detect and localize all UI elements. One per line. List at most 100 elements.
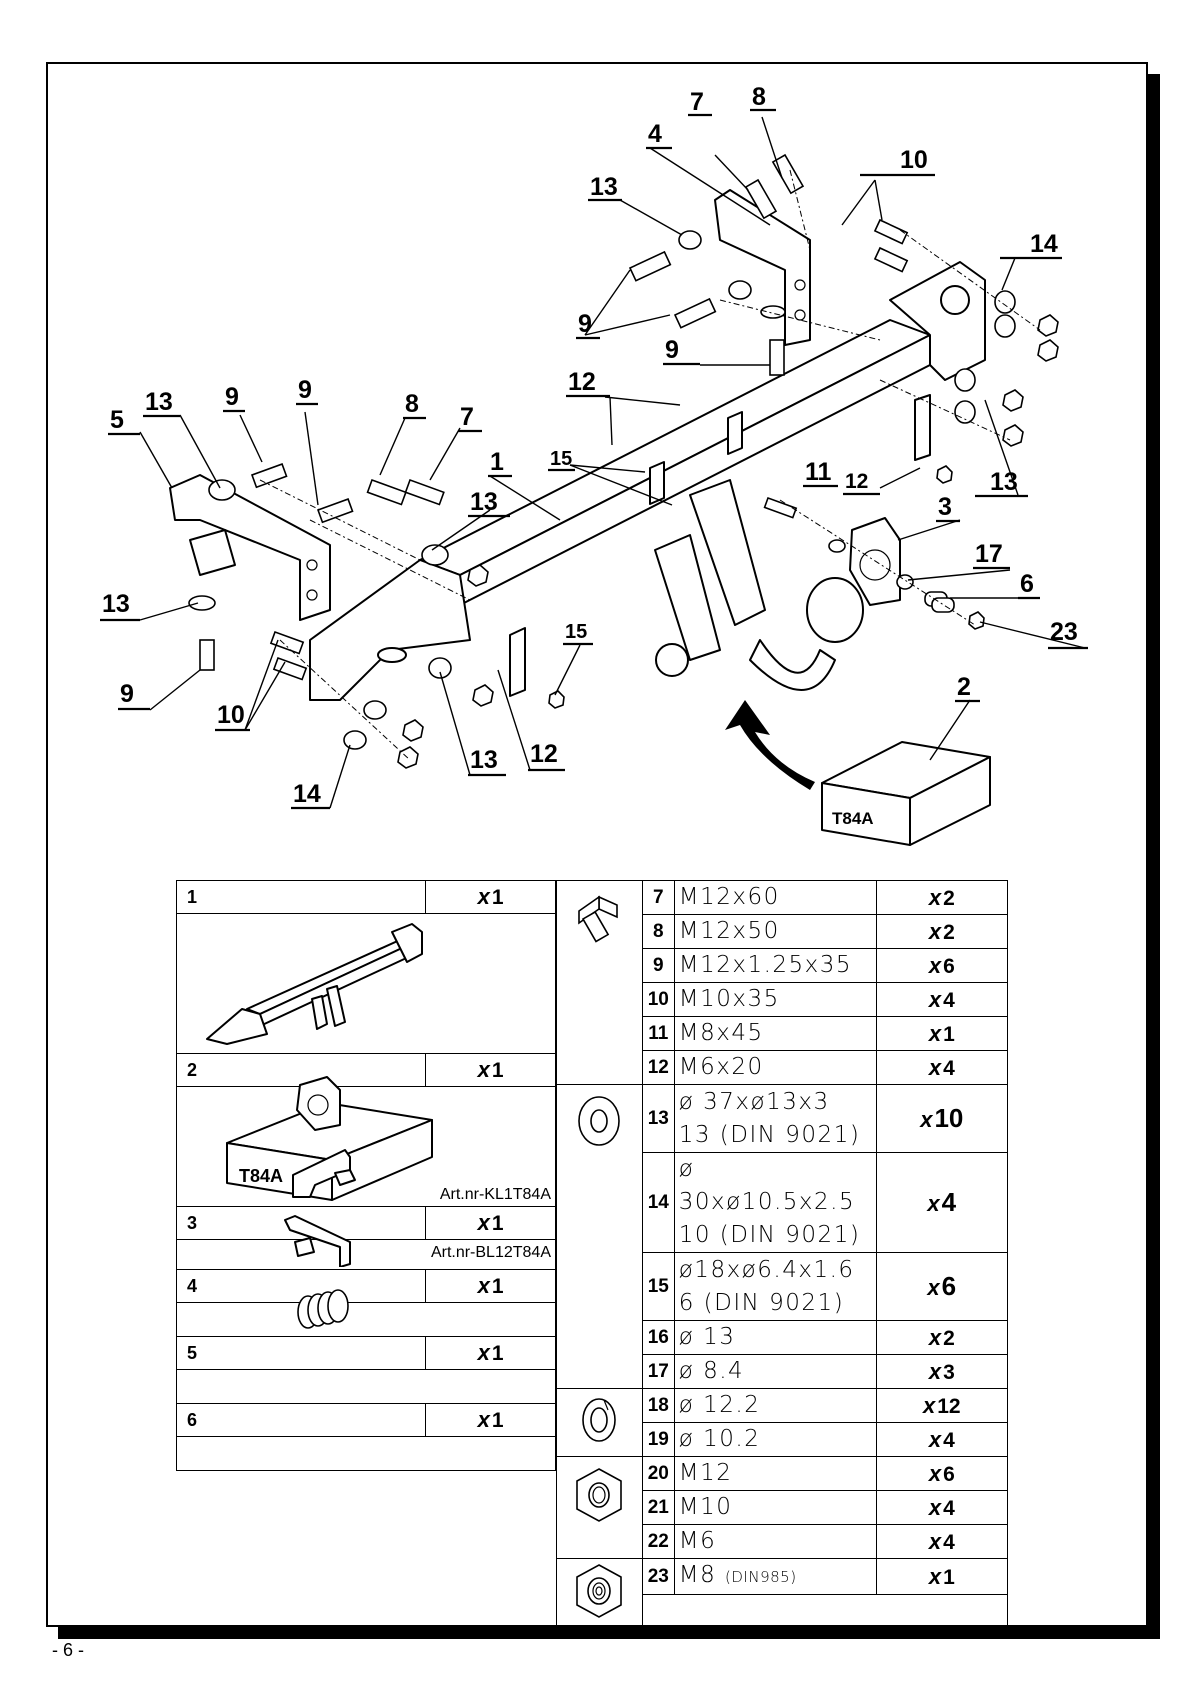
item-number: 10 — [641, 982, 675, 1017]
callout-13: 13 — [470, 488, 498, 516]
callout-11: 11 — [805, 458, 832, 486]
tow-ball-arm — [654, 479, 864, 691]
callout-13: 13 — [145, 388, 173, 416]
callout-1: 1 — [490, 448, 504, 476]
item-qty: x6 — [875, 948, 1009, 983]
callout-9: 9 — [578, 310, 592, 338]
callout-8: 8 — [752, 83, 766, 111]
item-qty: x12 — [875, 1388, 1009, 1423]
item-description: M12x50 — [673, 914, 877, 949]
item-number: 8 — [641, 914, 675, 949]
callout-12: 12 — [568, 368, 596, 396]
callout-13: 13 — [470, 746, 498, 774]
item-number: 15 — [641, 1252, 675, 1321]
item-qty: x2 — [875, 880, 1009, 915]
item-number: 20 — [641, 1456, 675, 1491]
item-qty: x2 — [875, 914, 1009, 949]
empty-cell — [641, 1594, 1009, 1629]
page-number: - 6 - — [52, 1640, 85, 1660]
assembly-lines — [259, 169, 1041, 761]
part-qty: x1 — [425, 1403, 556, 1437]
box-thumbnail-label: T84A — [239, 1166, 283, 1186]
callout-12: 12 — [530, 740, 558, 768]
item-number: 7 — [641, 880, 675, 915]
item-description: M8 (DIN985) — [673, 1558, 877, 1595]
bracket-4-thumbnail — [292, 1149, 356, 1198]
callout-4: 4 — [648, 120, 662, 148]
callout-8: 8 — [405, 390, 419, 418]
item-qty: x4 — [875, 1524, 1009, 1559]
callout-9: 9 — [225, 383, 239, 411]
item-qty: x1 — [875, 1016, 1009, 1051]
callout-7: 7 — [460, 403, 474, 431]
part-qty: x1 — [425, 1206, 556, 1240]
lock-nut-icon-cell — [556, 1558, 643, 1629]
callout-14: 14 — [1030, 230, 1058, 258]
item-number: 21 — [641, 1490, 675, 1525]
callout-15: 15 — [565, 621, 587, 643]
spring-thumbnail — [297, 1289, 349, 1329]
part-number: 5 — [175, 1336, 427, 1370]
part-image-cell — [176, 1302, 556, 1337]
callout-10: 10 — [900, 146, 928, 174]
callout-labels: 7 8 4 10 13 14 9 9 12 13 9 9 8 5 7 1 15 … — [100, 83, 1088, 810]
crossbar-tabs — [509, 394, 931, 697]
callout-13: 13 — [102, 590, 130, 618]
callout-9: 9 — [120, 680, 134, 708]
part-number: 6 — [175, 1403, 427, 1437]
hex-nut-icon — [576, 1468, 623, 1522]
callout-14: 14 — [293, 780, 321, 808]
callout-9: 9 — [665, 336, 679, 364]
article-number: Art.nr-BL12T84A — [430, 1244, 551, 1261]
item-number: 13 — [641, 1084, 675, 1153]
item-qty: x2 — [875, 1320, 1009, 1355]
part-image-cell — [176, 1369, 556, 1404]
box-label: T84A — [832, 809, 874, 828]
socket-plate-part-3 — [849, 517, 901, 606]
item-description: M10x35 — [673, 982, 877, 1017]
callout-7: 7 — [690, 88, 704, 116]
item-qty: x1 — [875, 1558, 1009, 1595]
part-qty: x1 — [425, 880, 556, 914]
socket-plate-thumbnail — [296, 1076, 341, 1131]
hex-nut-icon-cell — [556, 1456, 643, 1559]
lock-nut-icon — [576, 1564, 623, 1618]
part-image-cell: Art.nr-BL12T84A — [176, 1239, 556, 1270]
callout-10: 10 — [217, 701, 245, 729]
item-qty: x6 — [875, 1252, 1009, 1321]
item-qty: x4 — [875, 1490, 1009, 1525]
item-description: M12 — [673, 1456, 877, 1491]
callout-23: 23 — [1050, 618, 1078, 646]
part-number: 1 — [175, 880, 427, 914]
item-description: ø 12.2 — [673, 1388, 877, 1423]
item-qty: x10 — [875, 1084, 1009, 1153]
item-qty: x4 — [875, 982, 1009, 1017]
part-image-cell — [176, 913, 556, 1054]
item-number: 19 — [641, 1422, 675, 1457]
bracket-5-thumbnail — [284, 1215, 351, 1267]
side-bracket-part-5 — [169, 474, 331, 621]
item-description: M6 — [673, 1524, 877, 1559]
item-description: M8x45 — [673, 1016, 877, 1051]
item-qty: x6 — [875, 1456, 1009, 1491]
callout-2: 2 — [957, 673, 971, 701]
spring-washer-icon — [582, 1398, 617, 1442]
item-description: M12x1.25x35 — [673, 948, 877, 983]
bolt-icon-cell — [556, 880, 643, 1085]
packaging-box-part-2: T84A — [821, 741, 991, 846]
hardware-table-right: 7 M12x60 x2 8 M12x50 x2 9 M12x1.25x35 x6… — [556, 880, 1009, 1629]
callout-17: 17 — [975, 540, 1003, 568]
item-description: M6x20 — [673, 1050, 877, 1085]
crossbar-part-1 — [309, 261, 986, 701]
item-description: ø 13 — [673, 1320, 877, 1355]
exploded-assembly-diagram: T84A — [100, 83, 1088, 846]
item-number: 23 — [641, 1558, 675, 1595]
flat-washer-icon-cell — [556, 1084, 643, 1389]
part-qty: x1 — [425, 1336, 556, 1370]
part-image-cell: T84A Art.nr-KL1T84A — [176, 1086, 556, 1207]
callout-13: 13 — [990, 468, 1018, 496]
article-number: Art.nr-KL1T84A — [439, 1186, 551, 1203]
